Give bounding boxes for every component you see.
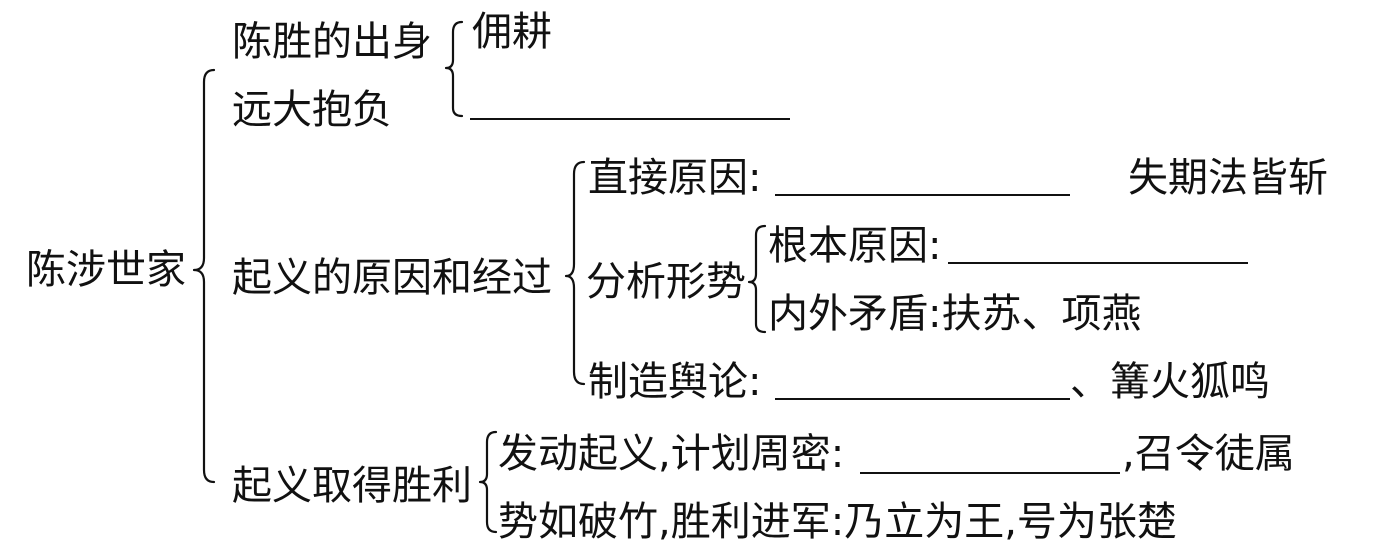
opinion-label: 制造舆论: [588, 359, 762, 405]
launch-blank [860, 472, 1120, 474]
ambition-label: 远大抱负 [232, 87, 392, 133]
conflicts-label: 内外矛盾:扶苏、项燕 [768, 291, 1142, 337]
origin-detail: 佣耕 [472, 9, 552, 55]
origin-label: 陈胜的出身 [232, 19, 432, 65]
advance-label: 势如破竹,胜利进军:乃立为王,号为张楚 [498, 499, 1177, 545]
origin-brace [444, 20, 464, 118]
opinion-blank [775, 398, 1070, 400]
cause-title: 起义的原因和经过 [232, 255, 552, 301]
launch-tail: ,召令徒属 [1122, 431, 1295, 477]
ambition-blank [470, 118, 790, 120]
root-cause-label: 根本原因: [768, 223, 942, 269]
direct-cause-note: 失期法皆斩 [1128, 155, 1328, 201]
victory-brace [478, 430, 498, 534]
root-cause-blank [948, 262, 1248, 264]
root-title: 陈涉世家 [26, 247, 186, 293]
direct-cause-blank [775, 194, 1070, 196]
analysis-brace [747, 224, 767, 334]
cause-brace [564, 160, 586, 386]
opinion-tail: 、篝火狐鸣 [1070, 359, 1270, 405]
root-brace [192, 68, 216, 484]
analysis-label: 分析形势 [586, 259, 746, 305]
victory-title: 起义取得胜利 [232, 463, 472, 509]
direct-cause-label: 直接原因: [588, 155, 762, 201]
launch-label: 发动起义,计划周密: [498, 431, 845, 477]
